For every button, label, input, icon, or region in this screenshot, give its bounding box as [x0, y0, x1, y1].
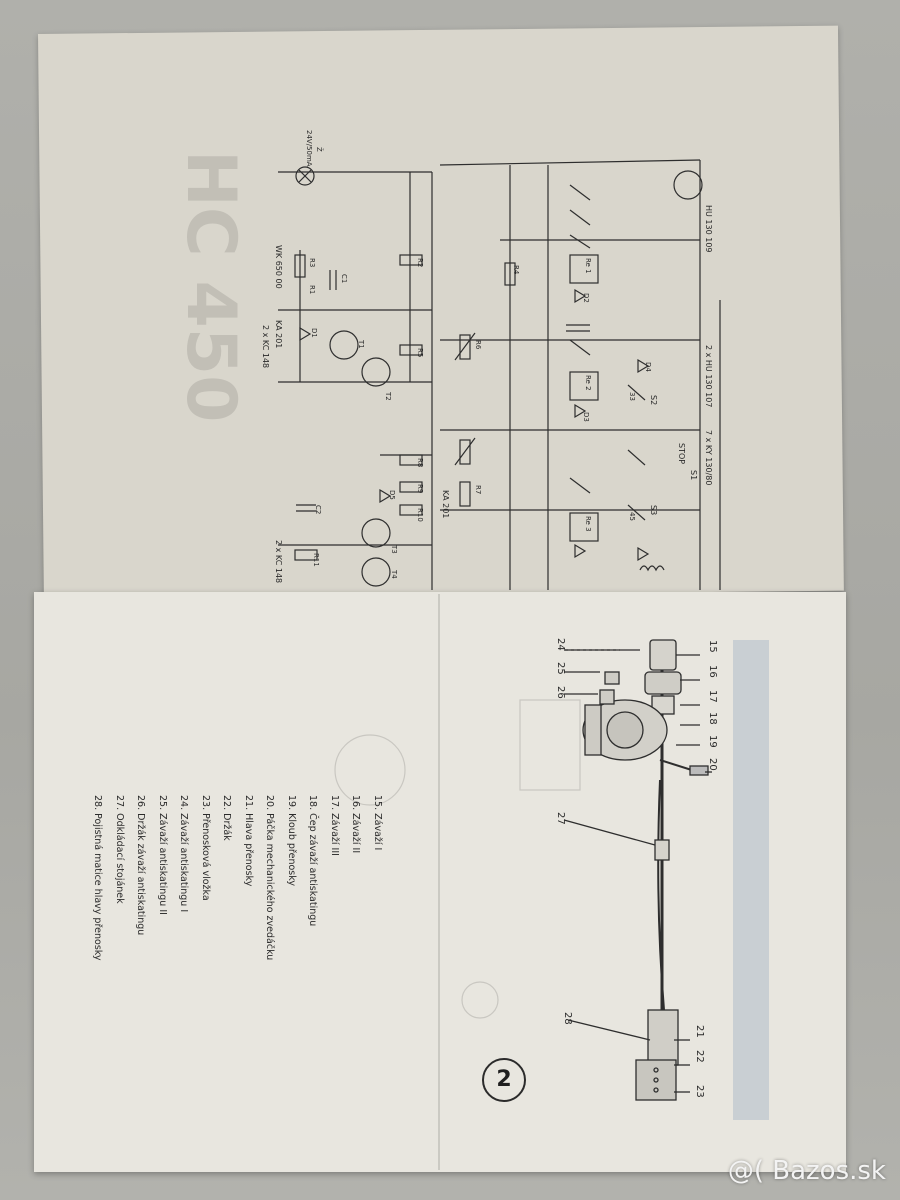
- list-item: 26. Držák závaží antiskatingu: [135, 795, 147, 936]
- list-item: 15. Závaží I: [372, 795, 383, 851]
- diagram-num-15: 15: [707, 640, 718, 653]
- list-item: 23. Přenosková vložka: [200, 795, 211, 901]
- diagram-num-27: 27: [555, 812, 566, 825]
- list-item: 25. Závaží antiskatingu II: [157, 795, 168, 915]
- circuit-schematic: [278, 159, 721, 590]
- diagram-num-20: 20: [707, 758, 718, 771]
- list-item: 17. Závaží III: [329, 795, 340, 856]
- list-item: 21. Hlava přenosky: [243, 795, 254, 887]
- diagram-num-16: 16: [707, 665, 718, 678]
- parts-list: 15. Závaží I 16. Závaží II 17. Závaží II…: [87, 795, 388, 961]
- diagram-num-24: 24: [555, 638, 566, 651]
- list-item: 27. Odkládací stojánek: [114, 795, 125, 904]
- diagram-num-17: 17: [707, 690, 718, 703]
- list-item: 18. Čep závaží antiskatingu: [307, 795, 319, 927]
- diagram-num-26: 26: [555, 686, 566, 699]
- diagram-num-23: 23: [694, 1085, 705, 1098]
- list-item: 28. Pojistná matice hlavy přenosky: [92, 795, 104, 961]
- sidebar-band: [733, 640, 769, 1120]
- list-item: 20. Páčka mechanického zvedáčku: [264, 795, 276, 961]
- watermark: @( Bazos.sk: [727, 1156, 886, 1186]
- tonearm-sheet: [34, 592, 846, 1172]
- list-item: 22. Držák: [221, 795, 233, 841]
- list-item: 19. Kloub přenosky: [286, 795, 297, 887]
- diagram-num-22: 22: [694, 1050, 705, 1063]
- diagram-num-18: 18: [707, 712, 718, 725]
- diagram-num-28: 28: [562, 1012, 573, 1025]
- list-item: 16. Závaží II: [350, 795, 362, 854]
- diagram-num-25: 25: [555, 662, 566, 675]
- page-number: 2: [482, 1058, 526, 1102]
- diagram-num-21: 21: [694, 1025, 705, 1038]
- diagram-num-19: 19: [707, 735, 718, 748]
- list-item: 24. Závaží antiskatingu I: [178, 795, 190, 913]
- page-fold: [438, 594, 440, 1170]
